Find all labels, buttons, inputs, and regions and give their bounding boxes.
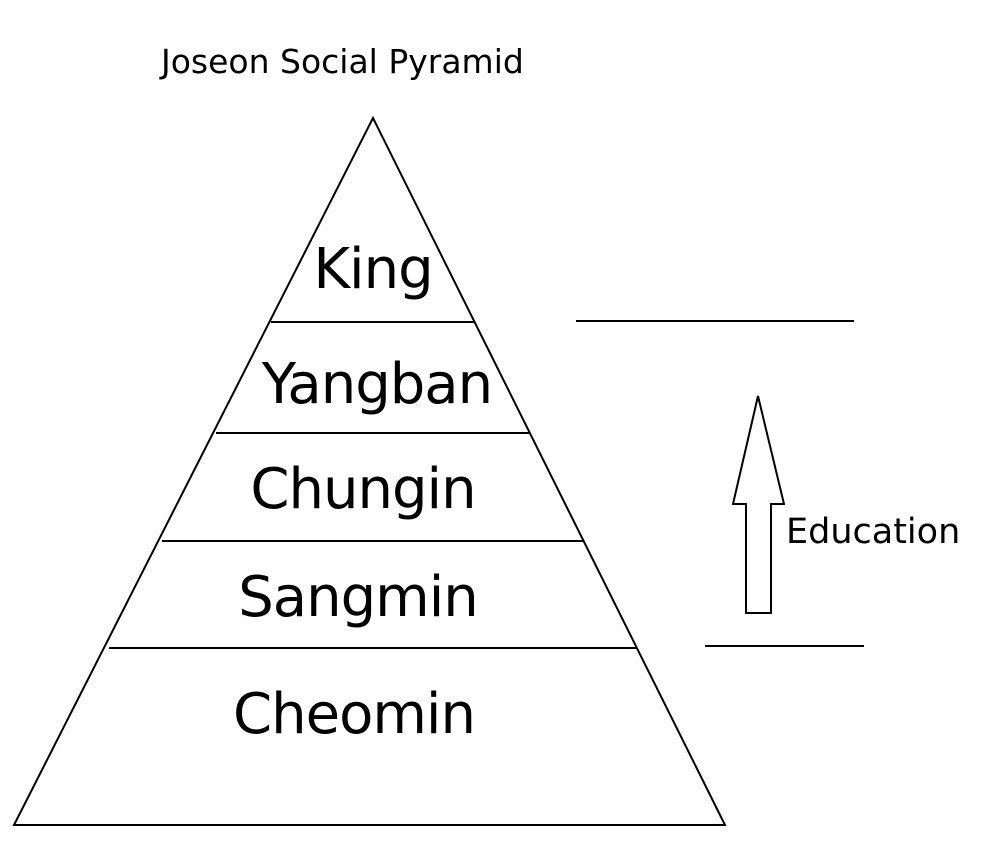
up-arrow-icon [731, 395, 786, 614]
diagram-title: Joseon Social Pyramid [161, 42, 524, 81]
tier-label-chungin: Chungin [250, 457, 476, 522]
education-label: Education [786, 512, 961, 552]
pyramid-outline [12, 115, 727, 826]
tier-label-king: King [313, 237, 433, 302]
tier-label-cheomin: Cheomin [233, 682, 476, 747]
tier-label-sangmin: Sangmin [238, 565, 479, 630]
tier-label-yangban: Yangban [261, 352, 493, 417]
